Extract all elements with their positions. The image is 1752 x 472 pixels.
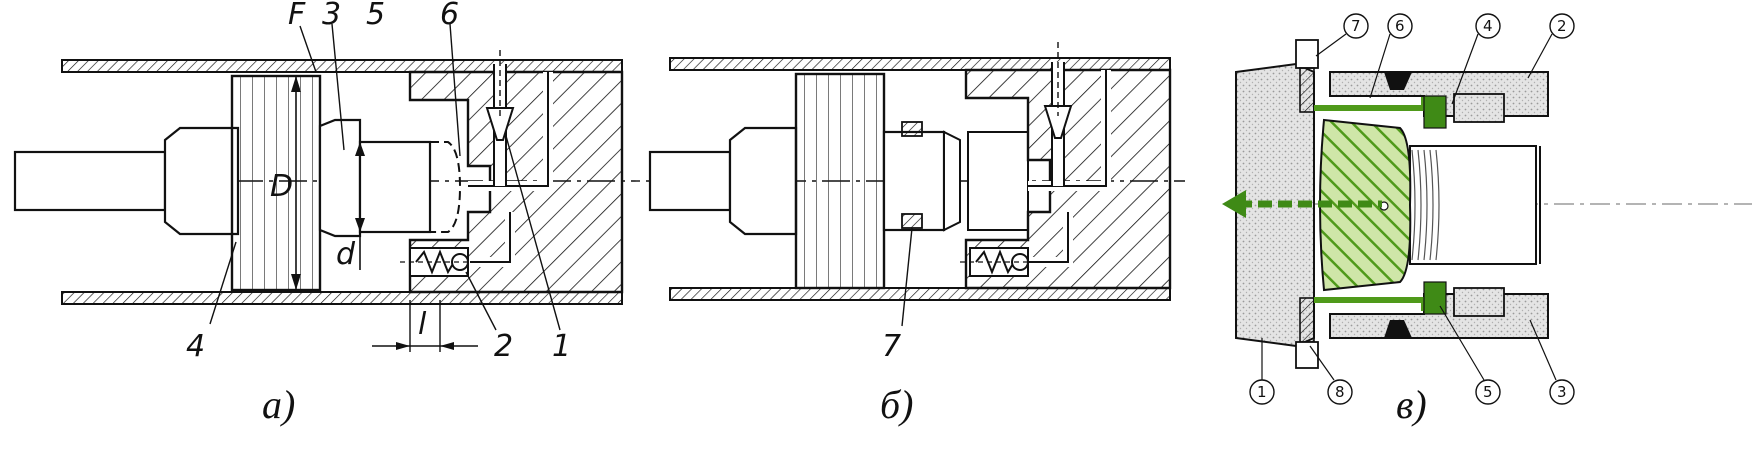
label-1: 1 [552, 329, 571, 364]
caption-b: б) [880, 382, 913, 427]
label-2: 2 [494, 329, 513, 364]
panel-c [1222, 13, 1752, 405]
label-D: D [270, 169, 293, 204]
label-5: 5 [366, 0, 385, 32]
label-7: 7 [882, 329, 901, 364]
caption-v: в) [1396, 382, 1427, 427]
callout-3: 3 [1557, 383, 1567, 401]
callout-5: 5 [1483, 383, 1493, 401]
label-d: d [336, 237, 356, 272]
callout-8: 8 [1335, 383, 1345, 401]
caption-a: а) [262, 382, 295, 427]
panel-b [646, 42, 1185, 327]
callout-6: 6 [1395, 17, 1405, 35]
callout-1: 1 [1257, 383, 1267, 401]
label-3: 3 [322, 0, 341, 32]
callout-4: 4 [1483, 17, 1493, 35]
label-4: 4 [186, 329, 205, 364]
label-F: F [288, 0, 306, 32]
panel-a [13, 23, 640, 352]
callout-7: 7 [1351, 17, 1361, 35]
label-l: l [418, 307, 427, 342]
label-6: 6 [440, 0, 459, 32]
callout-2: 2 [1557, 17, 1567, 35]
